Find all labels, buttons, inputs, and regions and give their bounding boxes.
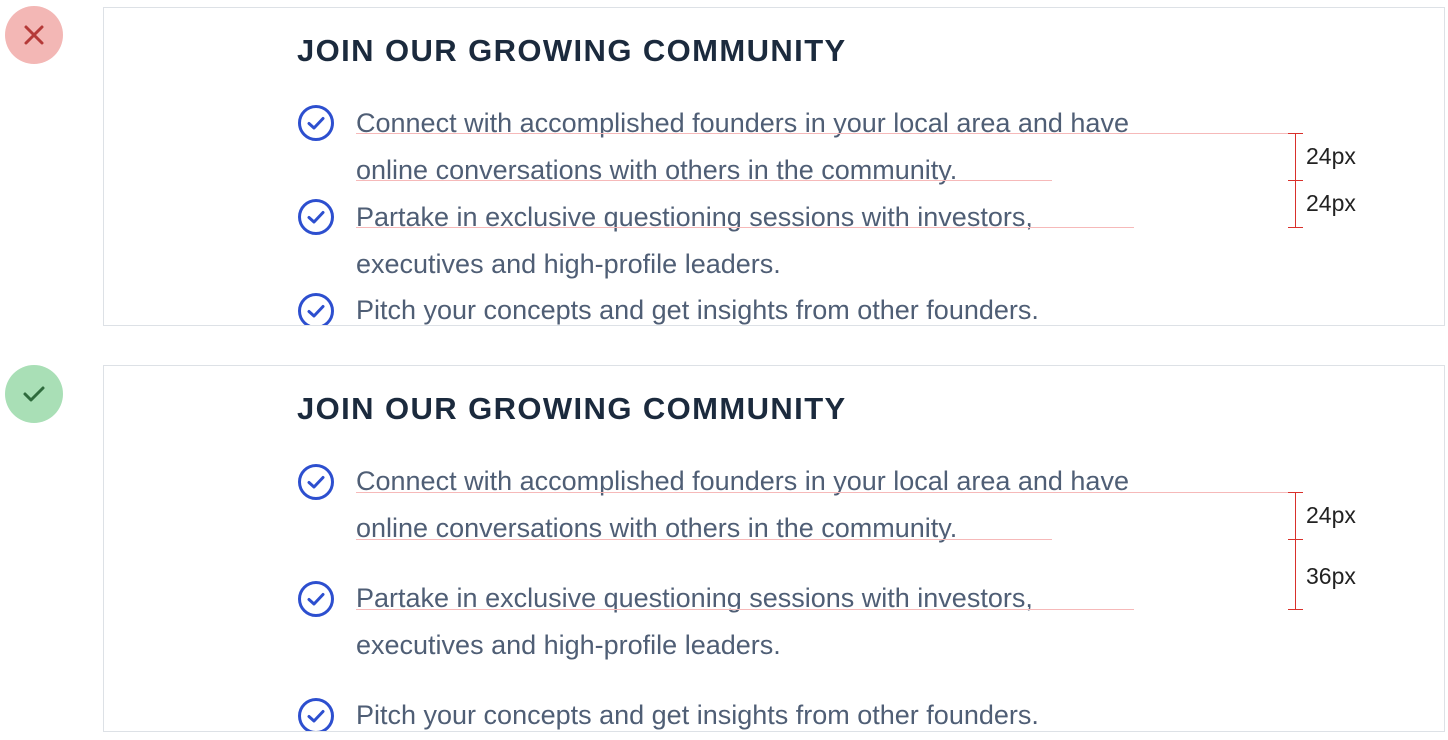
line-spacing-label: 24px bbox=[1306, 502, 1356, 528]
baseline-guide bbox=[356, 227, 1134, 228]
item-spacing-label: 24px bbox=[1306, 190, 1356, 216]
list-item-text: Connect with accomplished founders in yo… bbox=[356, 466, 1129, 496]
incorrect-badge bbox=[5, 6, 63, 64]
list-item-text: Partake in exclusive questioning session… bbox=[356, 583, 1033, 613]
section-title: JOIN OUR GROWING COMMUNITY bbox=[297, 391, 847, 426]
list-item-text: online conversations with others in the … bbox=[356, 513, 958, 543]
list-item-text: Connect with accomplished founders in yo… bbox=[356, 108, 1129, 138]
check-icon bbox=[23, 386, 45, 402]
bracket-tick bbox=[1288, 492, 1303, 493]
list-item-text: executives and high-profile leaders. bbox=[356, 630, 781, 660]
circle-check-icon bbox=[298, 105, 334, 141]
list-item-text: Pitch your concepts and get insights fro… bbox=[356, 295, 1039, 325]
correct-example-panel: JOIN OUR GROWING COMMUNITY Connect with … bbox=[103, 365, 1445, 732]
correct-badge bbox=[5, 365, 63, 423]
item-spacing-label: 36px bbox=[1306, 563, 1356, 589]
baseline-guide bbox=[356, 609, 1134, 610]
list-item-text: executives and high-profile leaders. bbox=[356, 249, 781, 279]
baseline-guide bbox=[356, 133, 1302, 134]
bracket-tick bbox=[1288, 539, 1303, 540]
spacing-bracket bbox=[1295, 492, 1296, 609]
baseline-guide bbox=[356, 492, 1302, 493]
close-icon bbox=[24, 25, 44, 45]
list-item-text: online conversations with others in the … bbox=[356, 155, 958, 185]
bracket-tick bbox=[1288, 180, 1303, 181]
list-item-text: Partake in exclusive questioning session… bbox=[356, 202, 1033, 232]
bracket-tick bbox=[1288, 133, 1303, 134]
list-item-text: Pitch your concepts and get insights fro… bbox=[356, 700, 1039, 730]
bracket-tick bbox=[1288, 609, 1303, 610]
circle-check-icon bbox=[298, 698, 334, 731]
circle-check-icon bbox=[298, 199, 334, 235]
baseline-guide bbox=[356, 539, 1052, 540]
circle-check-icon bbox=[298, 464, 334, 500]
incorrect-example-panel: JOIN OUR GROWING COMMUNITY Connect with … bbox=[103, 7, 1445, 326]
baseline-guide bbox=[356, 180, 1052, 181]
circle-check-icon bbox=[298, 293, 334, 325]
bracket-tick bbox=[1288, 227, 1303, 228]
line-spacing-label: 24px bbox=[1306, 143, 1356, 169]
circle-check-icon bbox=[298, 581, 334, 617]
section-title: JOIN OUR GROWING COMMUNITY bbox=[297, 33, 847, 68]
